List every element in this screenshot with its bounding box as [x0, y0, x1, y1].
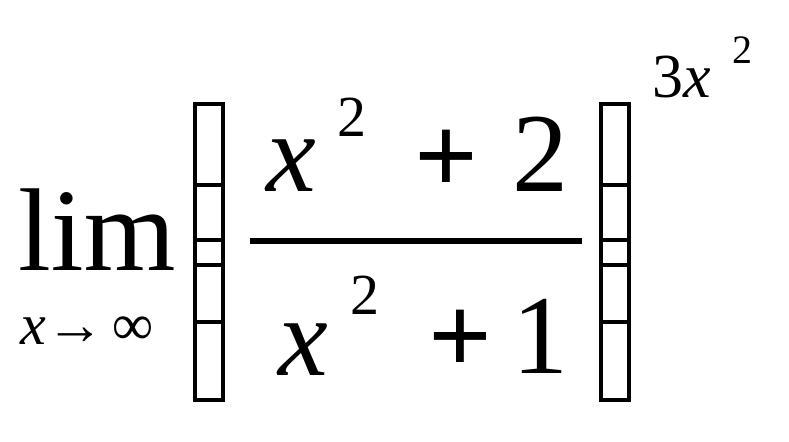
left-bracket-box	[193, 102, 225, 402]
denominator-plus: +	[428, 274, 492, 398]
numerator-constant: 2	[512, 92, 568, 216]
right-bracket-divider	[599, 238, 631, 242]
numerator-plus: +	[414, 94, 478, 218]
fraction-bar	[250, 238, 582, 244]
left-bracket-divider	[193, 320, 225, 324]
limit-arrow: →	[45, 292, 104, 357]
power-term: 3x	[652, 46, 711, 108]
right-bracket-divider	[599, 263, 631, 267]
right-bracket-divider	[599, 320, 631, 324]
denominator-constant: 1	[512, 274, 568, 398]
left-bracket-divider	[193, 263, 225, 267]
limit-subscript: x→∞	[20, 296, 153, 354]
power-coefficient: 3	[652, 43, 683, 111]
denominator-exponent: 2	[350, 262, 379, 327]
numerator-variable: x	[266, 92, 316, 216]
left-bracket-divider	[193, 183, 225, 187]
power-exponent: 2	[732, 27, 752, 72]
power-variable: x	[683, 43, 711, 111]
right-bracket-box	[599, 102, 631, 402]
denominator-variable: x	[278, 276, 328, 400]
limit-operator: lim	[18, 165, 176, 296]
limit-target: ∞	[111, 292, 154, 357]
numerator-exponent: 2	[337, 84, 366, 149]
right-bracket-divider	[599, 183, 631, 187]
limit-variable: x	[20, 292, 46, 357]
left-bracket-divider	[193, 238, 225, 242]
